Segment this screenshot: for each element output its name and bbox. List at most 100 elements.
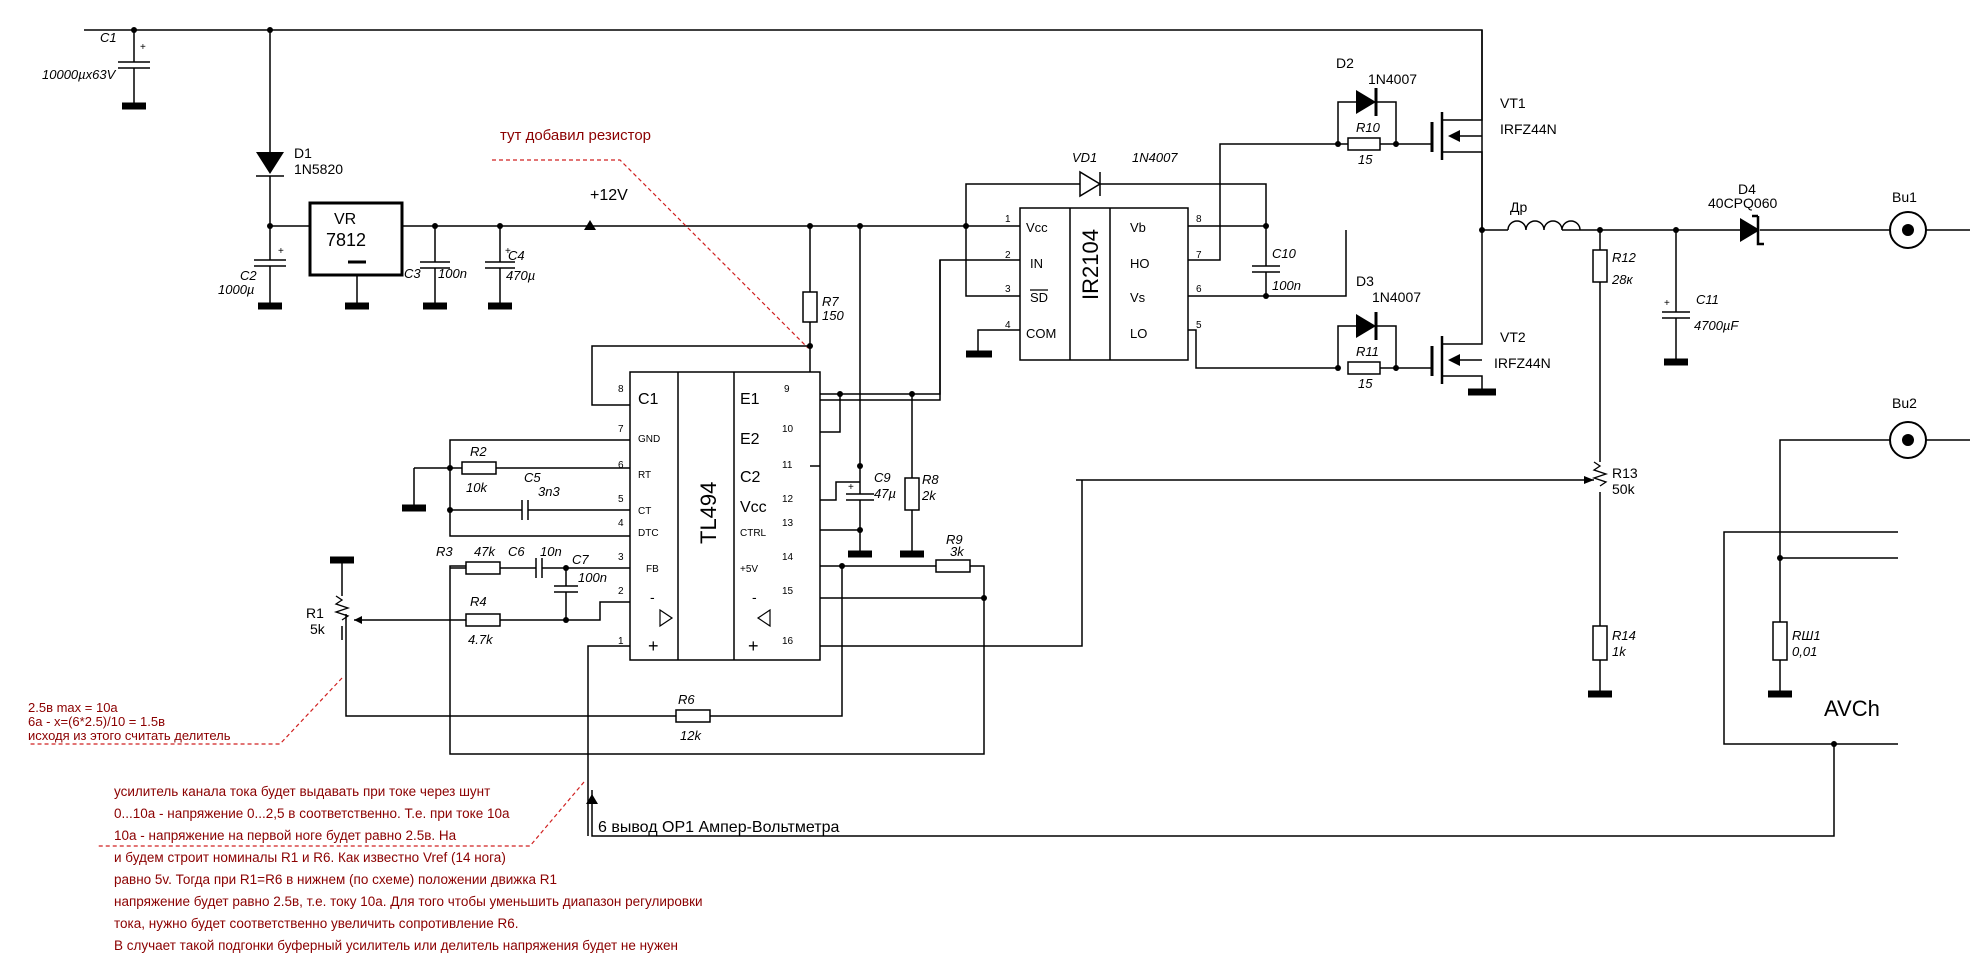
svg-text:усилитель канала тока будет вы: усилитель канала тока будет выдавать при… [114, 784, 490, 799]
svg-text:Др: Др [1510, 199, 1527, 215]
svg-text:7: 7 [1196, 250, 1202, 261]
svg-text:50k: 50k [1612, 481, 1636, 497]
svg-text:R14: R14 [1612, 628, 1636, 643]
svg-text:FB: FB [646, 564, 659, 575]
svg-text:0...10а - напряжение 0...2,5 в: 0...10а - напряжение 0...2,5 в соответст… [114, 806, 510, 821]
svg-text:0,01: 0,01 [1792, 644, 1817, 659]
svg-text:3k: 3k [950, 544, 965, 559]
svg-text:C2: C2 [240, 268, 257, 283]
svg-text:R12: R12 [1612, 250, 1637, 265]
svg-text:1: 1 [618, 636, 624, 647]
svg-text:VR: VR [334, 211, 356, 228]
svg-text:47µ: 47µ [874, 486, 896, 501]
svg-text:D3: D3 [1356, 273, 1374, 289]
svg-text:исходя из этого считать делите: исходя из этого считать делитель [28, 728, 231, 743]
svg-text:+: + [140, 42, 146, 53]
svg-text:1k: 1k [1612, 644, 1627, 659]
svg-text:C1: C1 [100, 30, 117, 45]
svg-text:IN: IN [1030, 256, 1043, 271]
svg-text:равно 5v. Тогда при R1=R6 в н: равно 5v. Тогда при R1=R6 в нижнем (по с… [114, 872, 557, 887]
svg-text:и будем строит номиналы R1 и R: и будем строит номиналы R1 и R6. Как изв… [114, 850, 506, 865]
svg-text:6: 6 [1196, 284, 1202, 295]
svg-text:10000µx63V: 10000µx63V [42, 67, 117, 82]
svg-text:8: 8 [1196, 214, 1202, 225]
svg-text:15: 15 [1358, 152, 1373, 167]
svg-text:1N4007: 1N4007 [1372, 289, 1421, 305]
svg-text:470µ: 470µ [506, 268, 535, 283]
divider-note: 2.5в max = 10а 6а - x=(6*2.5)/10 = 1.5в … [28, 700, 231, 743]
svg-text:+: + [278, 246, 284, 257]
svg-text:D1: D1 [294, 145, 312, 161]
svg-text:1N5820: 1N5820 [294, 161, 343, 177]
svg-text:C1: C1 [638, 391, 659, 408]
svg-text:1: 1 [1005, 214, 1011, 225]
svg-text:Bu1: Bu1 [1892, 189, 1917, 205]
svg-text:+: + [848, 482, 854, 493]
high-side-switch: D2 1N4007 R10 15 VT1 IRFZ44N [1335, 30, 1557, 230]
svg-text:IRFZ44N: IRFZ44N [1500, 121, 1557, 137]
svg-text:15: 15 [782, 586, 794, 597]
svg-text:5k: 5k [310, 621, 326, 637]
svg-text:11: 11 [782, 460, 793, 471]
svg-text:1000µ: 1000µ [218, 282, 254, 297]
svg-text:100n: 100n [438, 266, 467, 281]
svg-text:6а - x=(6*2.5)/10 = 1.5в: 6а - x=(6*2.5)/10 = 1.5в [28, 714, 165, 729]
svg-text:+: + [505, 246, 511, 257]
svg-text:+: + [648, 636, 659, 656]
svg-text:IRFZ44N: IRFZ44N [1494, 355, 1551, 371]
svg-text:4: 4 [618, 518, 624, 529]
svg-text:6: 6 [618, 460, 624, 471]
svg-text:10n: 10n [540, 544, 562, 559]
svg-text:LO: LO [1130, 326, 1147, 341]
amplifier-note: усилитель канала тока будет выдавать при… [114, 784, 703, 953]
svg-text:+5V: +5V [740, 564, 758, 575]
svg-text:В случает такой подгонки буфер: В случает такой подгонки буферный усилит… [114, 938, 678, 953]
output-section: Др + C11 4700µF D4 40CPQ060 Bu1 R12 28к … [586, 181, 1970, 837]
svg-text:D4: D4 [1738, 181, 1756, 197]
svg-text:-: - [752, 589, 757, 605]
svg-text:8: 8 [618, 384, 624, 395]
svg-text:12: 12 [782, 494, 794, 505]
svg-text:1N4007: 1N4007 [1132, 150, 1178, 165]
svg-text:IR2104: IR2104 [1078, 229, 1103, 300]
svg-text:+: + [748, 636, 759, 656]
svg-text:Vcc: Vcc [740, 499, 767, 516]
svg-text:VT1: VT1 [1500, 95, 1526, 111]
svg-text:напряжение будет равно 2.5в, т: напряжение будет равно 2.5в, т.е. току 1… [114, 894, 703, 909]
svg-text:C2: C2 [740, 469, 761, 486]
svg-text:150: 150 [822, 308, 844, 323]
svg-text:тока, нужно будет соответствен: тока, нужно будет соответственно увеличи… [114, 916, 518, 931]
svg-text:R1: R1 [306, 605, 324, 621]
svg-text:40CPQ060: 40CPQ060 [1708, 195, 1777, 211]
svg-text:Bu2: Bu2 [1892, 395, 1917, 411]
svg-text:R6: R6 [678, 692, 695, 707]
svg-text:2k: 2k [921, 488, 937, 503]
added-resistor-note: тут добавил резистор [500, 127, 651, 144]
svg-text:4: 4 [1005, 320, 1011, 331]
svg-text:+12V: +12V [590, 187, 628, 204]
low-side-switch: D3 1N4007 R11 15 VT2 IRFZ44N [1335, 230, 1551, 396]
svg-text:Vcc: Vcc [1026, 220, 1048, 235]
svg-text:GND: GND [638, 434, 660, 445]
svg-text:COM: COM [1026, 326, 1056, 341]
svg-text:C4: C4 [508, 248, 525, 263]
svg-text:3: 3 [618, 552, 624, 563]
svg-text:5: 5 [618, 494, 624, 505]
svg-text:C9: C9 [874, 470, 891, 485]
svg-text:C10: C10 [1272, 246, 1297, 261]
svg-text:15: 15 [1358, 376, 1373, 391]
svg-text:SD: SD [1030, 290, 1048, 305]
input-section: + C1 10000µx63V D1 1N5820 + C2 1000µ VR … [42, 27, 1483, 310]
svg-text:AVCh: AVCh [1824, 696, 1880, 721]
svg-text:R3: R3 [436, 544, 453, 559]
svg-text:C11: C11 [1696, 292, 1719, 307]
svg-text:E1: E1 [740, 391, 760, 408]
svg-text:5: 5 [1196, 320, 1202, 331]
svg-text:10а - напряжение на первой ног: 10а - напряжение на первой ноге будет ра… [114, 828, 457, 843]
svg-text:Vs: Vs [1130, 290, 1146, 305]
svg-text:HO: HO [1130, 256, 1150, 271]
svg-text:2.5в max = 10а: 2.5в max = 10а [28, 700, 118, 715]
tl494-controller: TL494 C1 GND RT CT DTC FB - + E1 E2 C2 V… [306, 260, 1083, 836]
svg-text:RШ1: RШ1 [1792, 628, 1821, 643]
svg-text:VD1: VD1 [1072, 150, 1097, 165]
